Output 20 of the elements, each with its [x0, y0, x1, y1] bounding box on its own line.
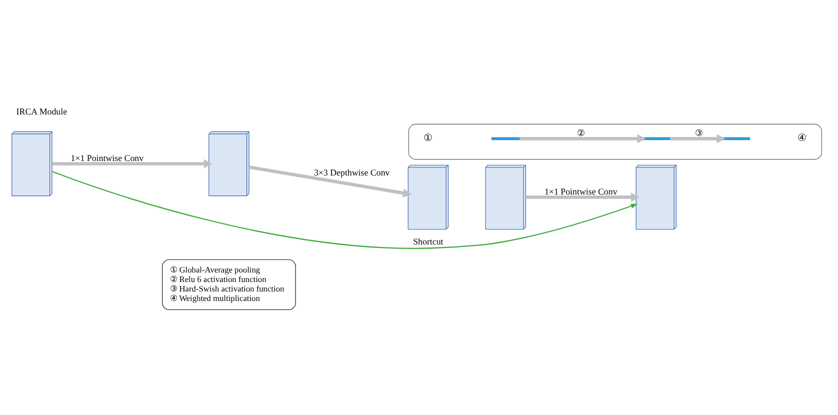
edge-label: 3×3 Depthwise Conv	[314, 167, 390, 178]
arrow	[670, 134, 726, 144]
node-bar	[491, 137, 520, 140]
edge-label: ③	[695, 128, 704, 138]
arrow	[520, 134, 646, 144]
arrow	[52, 159, 212, 168]
node-bar	[722, 137, 750, 140]
arrow	[52, 171, 638, 249]
node-box: ① Global-Average pooling ② Relu 6 activation function ③ Hard-Swish activation function ④ Weighted multiplication	[162, 259, 296, 310]
diagram-title: IRCA Module	[16, 106, 68, 117]
edge-label: ②	[576, 128, 585, 138]
arrow	[526, 192, 640, 202]
label: ④	[798, 133, 807, 144]
edge-label: Shortcut	[413, 236, 444, 246]
arrow	[248, 165, 412, 198]
cluster	[408, 124, 822, 160]
edge-label: 1×1 Pointwise Conv	[70, 152, 144, 163]
label: ①	[424, 133, 433, 144]
node-bar	[642, 137, 670, 140]
edge-label: 1×1 Pointwise Conv	[544, 186, 618, 196]
